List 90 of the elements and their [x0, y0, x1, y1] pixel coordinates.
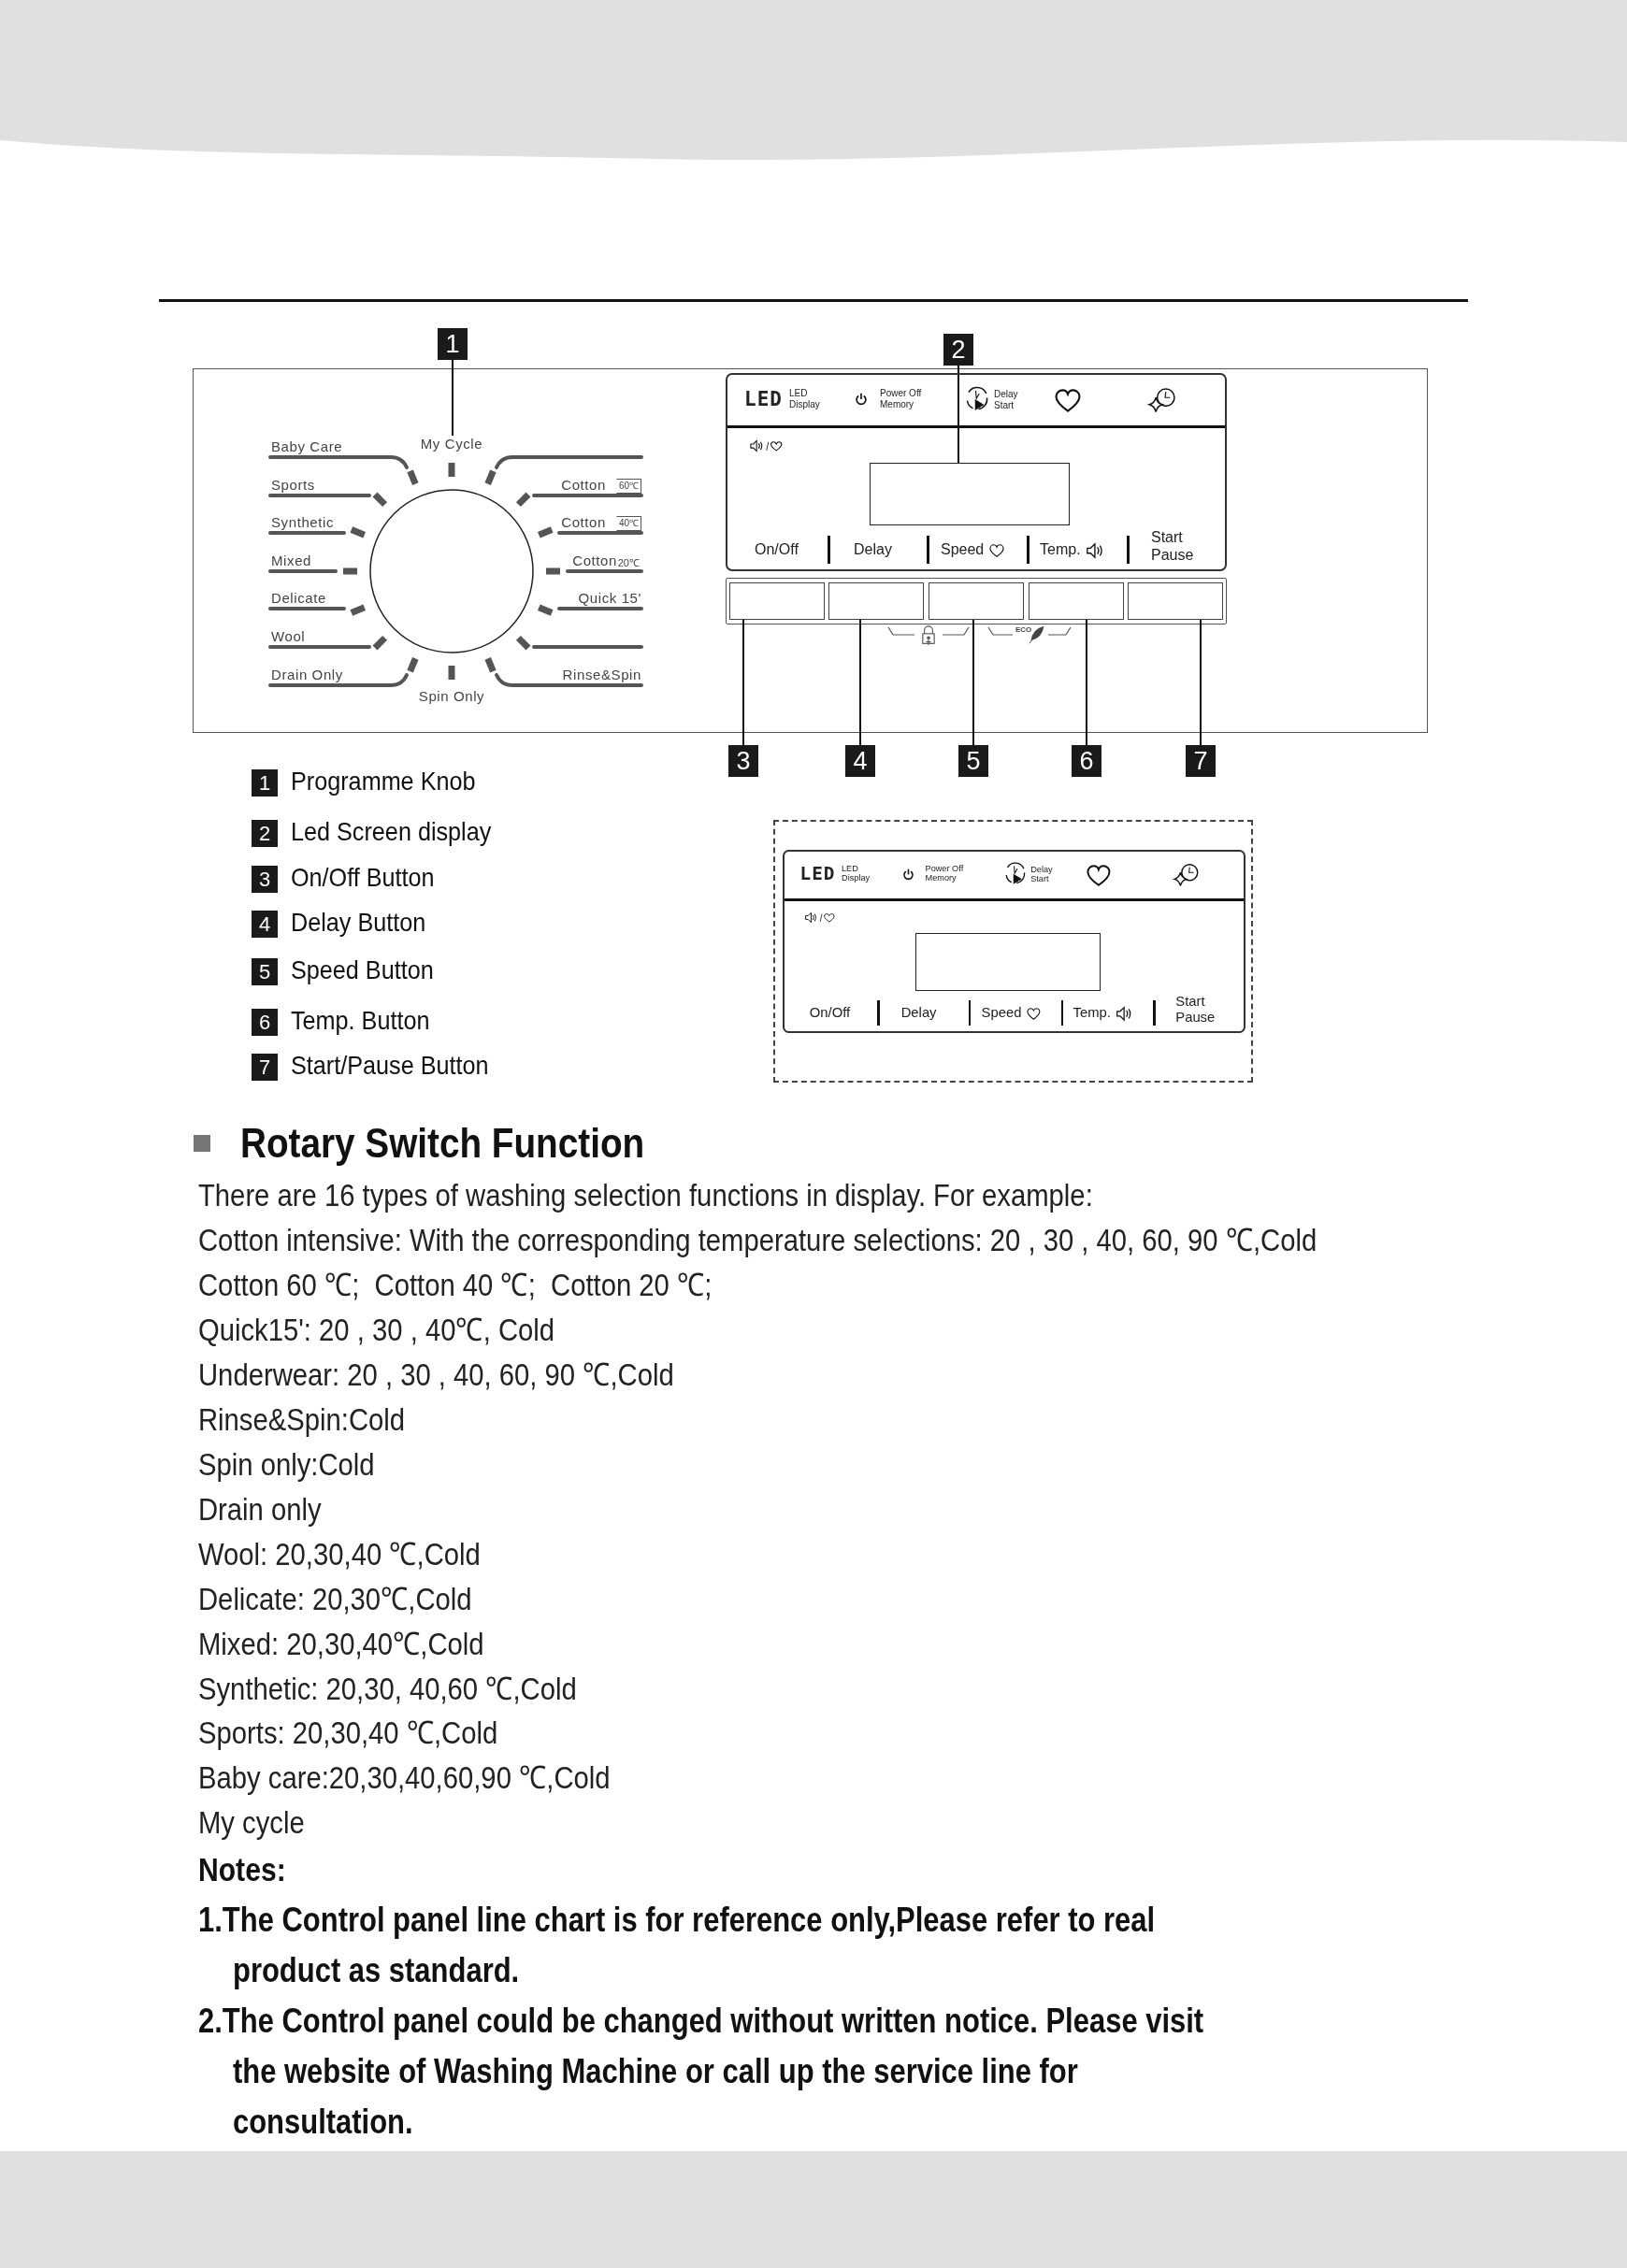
- eco-label: ECO: [1015, 625, 1032, 635]
- legend-text: Start/Pause Button: [291, 1050, 489, 1082]
- legend-number: 4: [252, 911, 278, 938]
- program-label: Cotton: [572, 553, 617, 569]
- callout-number: 6: [1072, 745, 1101, 777]
- body-text: Underwear: 20 , 30 , 40, 60, 90 ℃,Cold: [198, 1355, 674, 1394]
- indicator-label: Delay Start: [1030, 864, 1053, 885]
- program-label: Sports: [271, 477, 315, 494]
- button-label: Start Pause: [1175, 993, 1216, 1026]
- leader-line: [859, 619, 861, 746]
- program-label: Baby Care: [271, 438, 343, 455]
- leader-line: [957, 365, 959, 464]
- lcd-screen: [915, 932, 1101, 991]
- leader-line: [1200, 619, 1202, 746]
- body-text: Drain only: [198, 1489, 322, 1529]
- body-text: Cotton intensive: With the corresponding temperature selections: 20 , 30 , 40, 60, 90 ℃,Cold: [198, 1221, 1317, 1259]
- body-text: Rinse&Spin:Cold: [198, 1400, 406, 1439]
- legend-text: Temp. Button: [291, 1005, 430, 1037]
- program-label: Quick 15': [578, 590, 641, 607]
- button-pad: [729, 582, 825, 620]
- program-label: Drain Only: [271, 667, 343, 683]
- legend-text: Led Screen display: [291, 816, 492, 848]
- indicator-label: Delay Start: [994, 389, 1018, 410]
- callout-number: 1: [438, 328, 468, 360]
- legend-number: 1: [252, 769, 278, 797]
- button-label: On/Off: [809, 1005, 851, 1021]
- note-text: 2.The Control panel could be changed without written notice. Please visit the website of Washing Machine or call up the service line for consultation.: [198, 2001, 1205, 2143]
- temperature-tag: 20℃: [615, 557, 641, 568]
- body-text: Sports: 20,30,40 ℃,Cold: [198, 1714, 498, 1753]
- body-text: Cotton 60 ℃; Cotton 40 ℃; Cotton 20 ℃;: [198, 1265, 713, 1304]
- button-pad: [929, 582, 1024, 620]
- program-label: Rinse&Spin: [562, 667, 641, 683]
- legend-text: On/Off Button: [291, 862, 435, 894]
- legend-text: Delay Button: [291, 907, 426, 939]
- section-heading: Rotary Switch Function: [240, 1119, 645, 1168]
- program-label: Cotton: [561, 477, 606, 494]
- indicator-label: LED Display: [842, 863, 871, 884]
- legend-number: 7: [252, 1054, 278, 1081]
- body-text: Quick15': 20 , 30 , 40℃, Cold: [198, 1310, 555, 1349]
- callout-number: 3: [728, 745, 758, 777]
- button-label: Delay: [900, 1005, 937, 1021]
- control-panel: [726, 373, 1227, 571]
- program-label: Synthetic: [271, 514, 335, 531]
- legend-number: 3: [252, 866, 278, 893]
- indicator-label: Power Off Memory: [925, 863, 965, 884]
- button-pad: [1029, 582, 1124, 620]
- body-text: Synthetic: 20,30, 40,60 ℃,Cold: [198, 1669, 577, 1708]
- legend-text: Speed Button: [291, 955, 434, 986]
- button-label: Temp.: [1040, 541, 1081, 558]
- button-label: On/Off: [755, 541, 799, 558]
- leader-line: [1086, 619, 1087, 746]
- legend-number: 5: [252, 958, 278, 985]
- program-label: Mixed: [271, 553, 311, 569]
- button-label: Temp.: [1073, 1005, 1111, 1021]
- indicator-label: LED Display: [789, 388, 820, 409]
- leader-line: [452, 359, 454, 437]
- note-text: 1.The Control panel line chart is for reference only,Please refer to real product as standard.: [198, 1900, 1157, 1991]
- leader-line: [972, 619, 974, 746]
- legend-text: Programme Knob: [291, 766, 476, 797]
- callout-number: 4: [845, 745, 875, 777]
- led-segment-text: LED: [744, 387, 783, 411]
- notes-heading: Notes:: [198, 1850, 286, 1889]
- button-label: Start Pause: [1151, 528, 1194, 564]
- body-text: Delicate: 20,30℃,Cold: [198, 1579, 472, 1618]
- program-label: Cotton: [561, 514, 606, 531]
- body-text: My cycle: [198, 1803, 305, 1843]
- program-label: Wool: [271, 628, 306, 645]
- button-label: Delay: [854, 541, 892, 558]
- body-text: Spin only:Cold: [198, 1444, 375, 1484]
- body-text: There are 16 types of washing selection functions in display. For example:: [198, 1176, 1093, 1214]
- leader-line: [742, 619, 744, 746]
- button-label: Speed: [941, 541, 985, 558]
- button-pad: [828, 582, 924, 620]
- callout-number: 2: [943, 334, 973, 366]
- control-panel: [783, 850, 1245, 1033]
- body-text: Baby care:20,30,40,60,90 ℃,Cold: [198, 1758, 611, 1798]
- callout-number: 7: [1186, 745, 1216, 777]
- program-label: Delicate: [271, 590, 326, 607]
- lcd-screen: [870, 463, 1070, 525]
- legend-number: 2: [252, 820, 278, 847]
- legend-number: 6: [252, 1009, 278, 1036]
- program-label: My Cycle: [419, 436, 484, 452]
- program-label: Spin Only: [417, 688, 486, 705]
- button-label: Speed: [981, 1005, 1022, 1021]
- callout-number: 5: [958, 745, 988, 777]
- body-text: Wool: 20,30,40 ℃,Cold: [198, 1534, 481, 1573]
- led-segment-text: LED: [799, 863, 836, 885]
- button-pad: [1128, 582, 1223, 620]
- indicator-label: Power Off Memory: [880, 388, 923, 409]
- body-text: Mixed: 20,30,40℃,Cold: [198, 1624, 484, 1663]
